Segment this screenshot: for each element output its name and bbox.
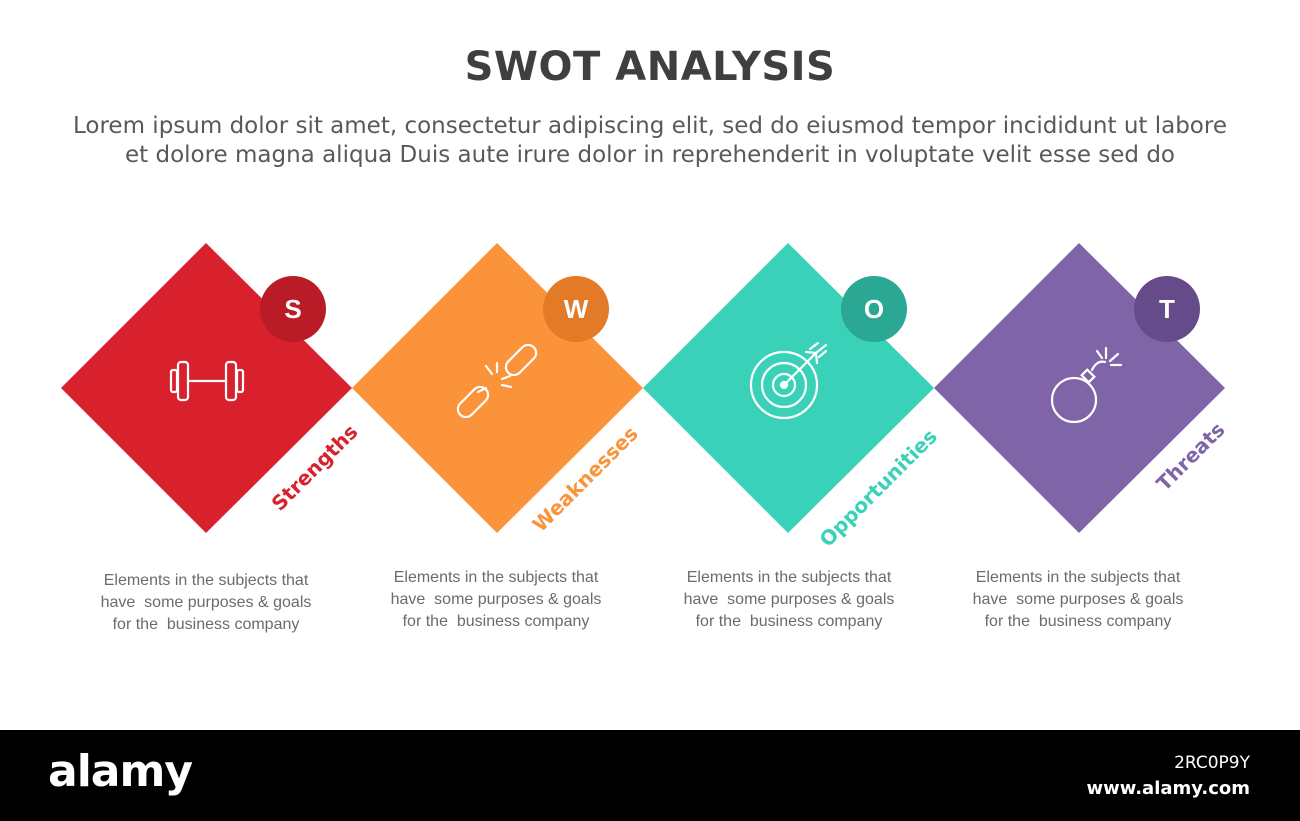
description-line: for the business company: [112, 616, 300, 633]
subtitle-line-2: et dolore magna aliqua Duis aute irure d…: [124, 142, 1175, 168]
swot-item-strengths: S Strengths: [61, 243, 362, 533]
weaknesses-badge-letter: W: [564, 294, 589, 324]
bomb-icon: [1050, 346, 1123, 424]
swot-diagram: S Strengths W Weaknesses O: [61, 243, 1230, 552]
swot-item-opportunities: O Opportunities: [643, 243, 942, 552]
weaknesses-diamond: [352, 243, 643, 533]
image-id: 2RC0P9Y: [1174, 753, 1250, 773]
description-line: have some purposes & goals: [683, 591, 895, 608]
description-line: for the business company: [984, 613, 1172, 630]
watermark-footer: alamy 2RC0P9Y www.alamy.com: [0, 730, 1300, 821]
strengths-badge-letter: S: [284, 294, 301, 324]
dumbbell-icon: [169, 360, 245, 402]
opportunities-diamond: [643, 243, 934, 533]
strengths-badge: [260, 276, 326, 342]
threats-description: Elements in the subjects that have some …: [948, 567, 1208, 633]
target-arrow-icon: [749, 341, 828, 420]
subtitle: Lorem ipsum dolor sit amet, consectetur …: [0, 112, 1300, 170]
description-line: Elements in the subjects that: [686, 569, 892, 586]
description-line: for the business company: [402, 613, 590, 630]
description-line: for the business company: [695, 613, 883, 630]
broken-chain-icon: [456, 343, 538, 419]
swot-item-threats: T Threats: [934, 243, 1230, 533]
page-title: SWOT ANALYSIS: [464, 44, 836, 90]
weaknesses-badge: [543, 276, 609, 342]
threats-diamond: [934, 243, 1225, 533]
footer-url: www.alamy.com: [1086, 778, 1250, 799]
opportunities-description: Elements in the subjects that have some …: [659, 567, 919, 633]
strengths-diamond: [61, 243, 352, 533]
description-line: Elements in the subjects that: [103, 572, 309, 589]
strengths-description: Elements in the subjects that have some …: [76, 570, 336, 636]
subtitle-line-1: Lorem ipsum dolor sit amet, consectetur …: [73, 113, 1227, 139]
swot-item-weaknesses: W Weaknesses: [352, 243, 643, 537]
description-line: Elements in the subjects that: [393, 569, 599, 586]
description-line: have some purposes & goals: [100, 594, 312, 611]
description-line: Elements in the subjects that: [975, 569, 1181, 586]
opportunities-badge: [841, 276, 907, 342]
description-line: have some purposes & goals: [390, 591, 602, 608]
image-info: 2RC0P9Y www.alamy.com: [1086, 750, 1250, 802]
alamy-logo: alamy: [48, 746, 193, 797]
threats-badge-letter: T: [1159, 294, 1175, 324]
threats-badge: [1134, 276, 1200, 342]
description-line: have some purposes & goals: [972, 591, 1184, 608]
weaknesses-description: Elements in the subjects that have some …: [366, 567, 626, 633]
opportunities-badge-letter: O: [864, 294, 884, 324]
